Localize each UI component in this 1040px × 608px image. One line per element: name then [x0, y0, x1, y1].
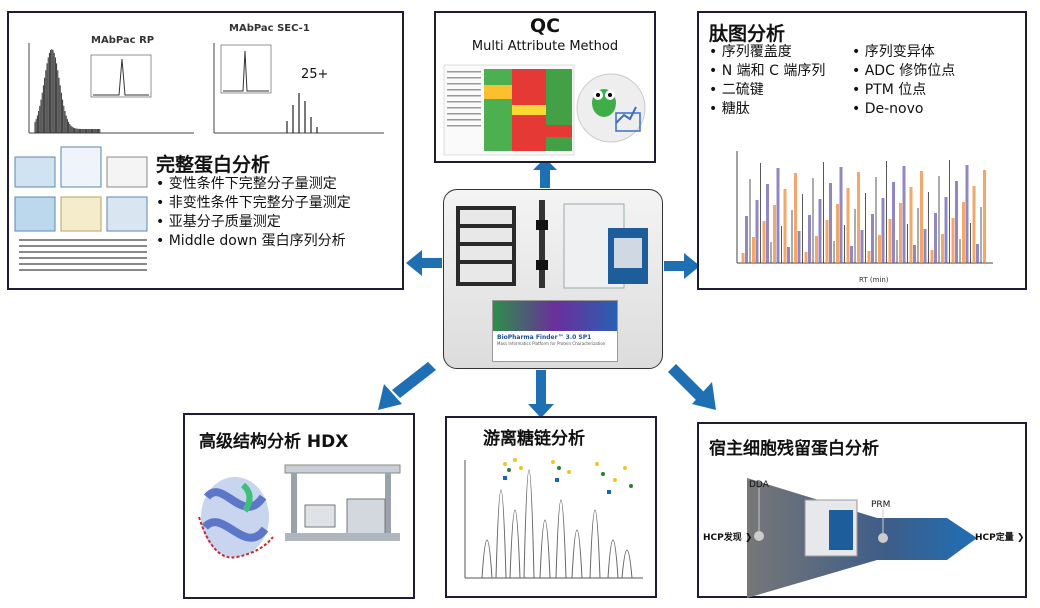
qc-heatmap	[443, 64, 575, 156]
intact-sec-spectrum	[213, 43, 384, 134]
glycan-heading: 游离糖链分析	[483, 429, 585, 449]
peptide-bullet: PTM 位点	[852, 81, 955, 100]
peptide-bullet: 序列覆盖度	[709, 43, 825, 62]
prm-label: PRM	[871, 500, 891, 510]
glycan-peak	[571, 529, 583, 579]
glycan-peak	[555, 499, 567, 579]
instrument-center-panel: BioPharma Finder™ 3.0 SP1 Mass Informati…	[443, 189, 663, 369]
peptide-bullet: 二硫键	[709, 81, 825, 100]
glycan-peak	[589, 509, 601, 579]
qc-panel: QC Multi Attribute Method	[434, 11, 656, 163]
peptide-xlabel: RT (min)	[859, 276, 889, 284]
chart2-title: MAbPac SEC-1	[229, 23, 310, 34]
qc-heading: QC	[529, 15, 561, 37]
hdx-heading: 高级结构分析 HDX	[199, 432, 349, 452]
intact-protein-panel: MAbPac RP MAbPac SEC-1 25+ 完整蛋白分析 变性条件下完…	[7, 11, 404, 290]
intact-bullet: 非变性条件下完整分子量测定	[156, 194, 351, 213]
hcp-discovery-label: HCP发现 ❯	[703, 533, 753, 543]
column-icon	[536, 200, 548, 288]
peptide-bullet: ADC 修饰位点	[852, 62, 956, 81]
peptide-bullet: N 端和 C 端序列	[709, 62, 826, 81]
peptide-bullets-left: 序列覆盖度 N 端和 C 端序列 二硫键 糖肽	[709, 43, 826, 119]
software-title: BioPharma Finder™ 3.0 SP1	[497, 334, 592, 341]
intact-bullets: 变性条件下完整分子量测定 非变性条件下完整分子量测定 亚基分子质量测定 Midd…	[156, 175, 351, 251]
qc-subtitle: Multi Attribute Method	[471, 39, 619, 54]
charge-label: 25+	[301, 67, 329, 82]
glycan-peak	[495, 489, 507, 579]
mass-spec-icon	[563, 203, 648, 289]
hdx-panel: 高级结构分析 HDX	[183, 413, 415, 599]
glycan-peak	[539, 519, 551, 579]
glycan-peak	[509, 509, 521, 579]
intact-bullet: 亚基分子质量测定	[156, 213, 351, 232]
software-banner: BioPharma Finder™ 3.0 SP1 Mass Informati…	[492, 300, 618, 362]
glycan-peak	[523, 469, 535, 579]
peptide-chromatogram	[736, 151, 993, 264]
hcp-panel: 宿主细胞残留蛋白分析 DDA PRM HCP发现 ❯ HCP定量 ❯	[697, 422, 1027, 598]
glycan-chromatogram	[464, 458, 643, 579]
glycan-panel: 游离糖链分析	[445, 416, 657, 598]
glycan-peak	[607, 539, 619, 579]
peptide-bullet: 糖肽	[709, 100, 825, 119]
intact-heading: 完整蛋白分析	[156, 154, 271, 176]
intact-bullet: 变性条件下完整分子量测定	[156, 175, 351, 194]
lc-system-icon	[456, 206, 516, 286]
peptide-heading: 肽图分析	[709, 23, 786, 45]
intact-bullet: Middle down 蛋白序列分析	[156, 232, 351, 251]
dda-label: DDA	[749, 480, 769, 490]
peptide-bullets-right: 序列变异体 ADC 修饰位点 PTM 位点 De-novo	[852, 43, 956, 119]
protein-structure-icon	[198, 477, 274, 559]
hcp-quant-label: HCP定量 ❯	[975, 533, 1025, 543]
glycan-peak	[481, 539, 493, 579]
peptide-bullet: De-novo	[852, 100, 955, 119]
software-subtitle: Mass Informatics Platform for Protein Ch…	[497, 341, 606, 346]
intact-thumbnails	[14, 146, 148, 271]
chart1-title: MAbPac RP	[91, 35, 155, 46]
glycan-peak	[621, 549, 633, 579]
peptide-panel: 肽图分析 序列覆盖度 N 端和 C 端序列 二硫键 糖肽 序列变异体 ADC 修…	[697, 11, 1027, 290]
hcp-funnel	[747, 478, 977, 598]
hdx-robot-icon	[284, 464, 401, 541]
intact-rp-spectrum	[28, 43, 194, 134]
qc-logo-icon	[576, 73, 646, 143]
hcp-heading: 宿主细胞残留蛋白分析	[709, 439, 879, 459]
peptide-bullet: 序列变异体	[852, 43, 955, 62]
